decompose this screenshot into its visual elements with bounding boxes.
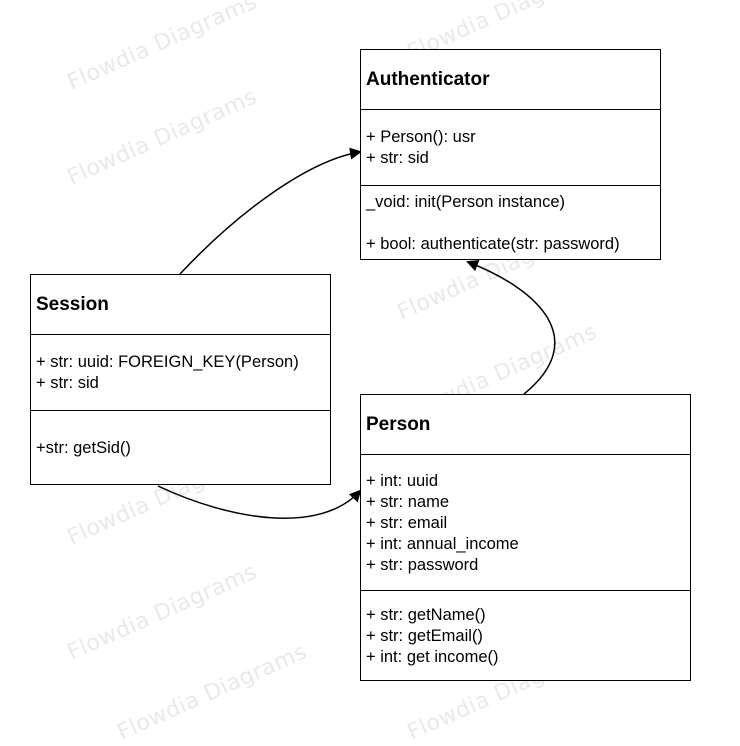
attribute: + str: uuid: FOREIGN_KEY(Person)	[36, 353, 299, 371]
method: + int: get income()	[366, 648, 499, 666]
person-to-authenticator-arrow	[466, 260, 556, 395]
class-name: Session	[31, 275, 330, 335]
session-class[interactable]: Session + str: uuid: FOREIGN_KEY(Person)…	[30, 274, 331, 485]
attribute: + str: password	[366, 556, 479, 574]
attribute: + Person(): usr	[366, 128, 476, 146]
method: + bool: authenticate(str: password)	[366, 235, 620, 253]
person-class[interactable]: Person + int: uuid + str: name + str: em…	[360, 394, 691, 681]
attribute: + str: sid	[366, 149, 429, 167]
attribute: + str: sid	[36, 374, 99, 392]
method: +str: getSid()	[36, 439, 131, 457]
class-name: Person	[361, 395, 690, 455]
attribute: + int: annual_income	[366, 535, 519, 553]
method: _void: init(Person instance)	[366, 193, 566, 211]
method: + str: getName()	[366, 606, 486, 624]
attribute: + str: email	[366, 514, 448, 532]
attributes-section: + Person(): usr + str: sid	[361, 110, 660, 186]
class-name: Authenticator	[361, 50, 660, 110]
attributes-section: + str: uuid: FOREIGN_KEY(Person) + str: …	[31, 335, 330, 411]
connectors	[157, 147, 556, 519]
attribute: + str: name	[366, 493, 449, 511]
methods-section: +str: getSid()	[31, 411, 330, 463]
attributes-section: + int: uuid + str: name + str: email + i…	[361, 455, 690, 591]
methods-section: + str: getName() + str: getEmail() + int…	[361, 591, 690, 672]
method	[366, 213, 655, 234]
methods-section: _void: init(Person instance) + bool: aut…	[361, 186, 660, 259]
attribute: + int: uuid	[366, 472, 439, 490]
method: + str: getEmail()	[366, 627, 483, 645]
authenticator-class[interactable]: Authenticator + Person(): usr + str: sid…	[360, 49, 661, 260]
session-to-person-arrow	[157, 485, 362, 519]
session-to-authenticator-arrow	[179, 147, 362, 275]
